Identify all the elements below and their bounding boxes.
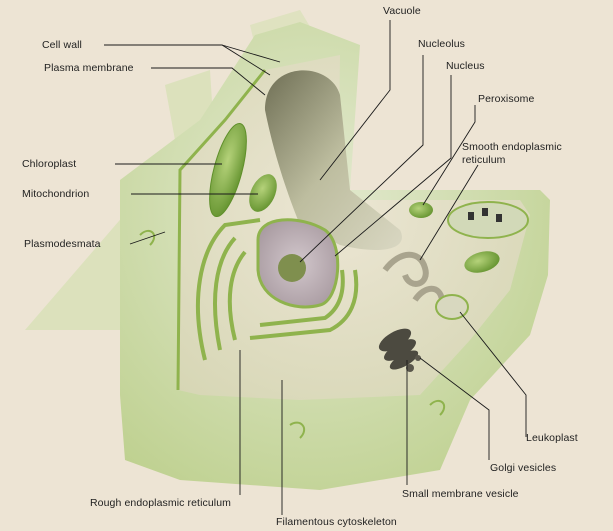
label-leukoplast: Leukoplast (526, 432, 578, 444)
label-smooth-er-line1: Smooth endoplasmic (462, 141, 562, 153)
label-filamentous-cytoskeleton: Filamentous cytoskeleton (276, 516, 397, 528)
label-cell-wall: Cell wall (42, 39, 82, 51)
label-plasma-membrane: Plasma membrane (44, 62, 134, 74)
label-plasmodesmata: Plasmodesmata (24, 238, 101, 250)
label-nucleolus: Nucleolus (418, 38, 465, 50)
label-small-membrane-vesicle: Small membrane vesicle (402, 488, 519, 500)
label-nucleus: Nucleus (446, 60, 485, 72)
label-chloroplast: Chloroplast (22, 158, 76, 170)
nucleolus-shape (278, 254, 306, 282)
label-peroxisome: Peroxisome (478, 93, 534, 105)
label-mitochondrion: Mitochondrion (22, 188, 89, 200)
label-vacuole: Vacuole (383, 5, 421, 17)
label-rough-er: Rough endoplasmic reticulum (90, 497, 231, 509)
label-golgi-vesicles: Golgi vesicles (490, 462, 556, 474)
chloroplast-right-shape (448, 202, 528, 238)
peroxisome-shape (409, 202, 433, 218)
label-smooth-er-line2: reticulum (462, 154, 506, 166)
